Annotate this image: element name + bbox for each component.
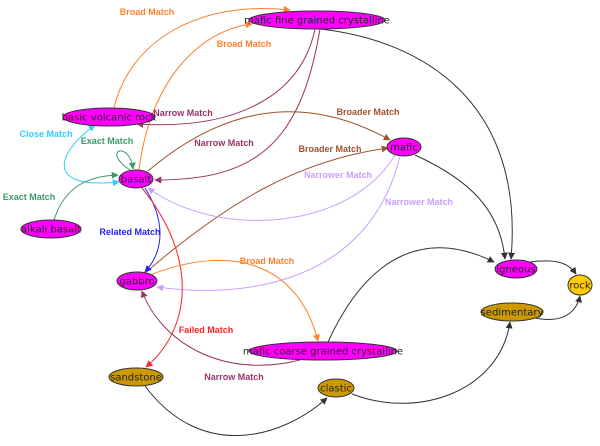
edge-alkali-basalt-to-basalt[interactable] xyxy=(53,171,119,221)
node-label: gabbro xyxy=(119,277,154,288)
edge-label: Related Match xyxy=(99,227,160,237)
edge-label: Narrower Match xyxy=(304,170,372,180)
node-shape[interactable] xyxy=(118,169,154,189)
node-label: rock xyxy=(569,281,591,292)
edge-mafic-to-igneous[interactable] xyxy=(414,154,508,260)
node-shape[interactable] xyxy=(116,271,158,291)
edge-label: Narrow Match xyxy=(204,372,264,382)
node-rock[interactable]: rock xyxy=(567,274,593,296)
node-sedimentary[interactable]: sedimentary xyxy=(480,302,544,322)
node-sandstone[interactable]: sandstone xyxy=(108,367,164,387)
edge-mafic-fine-to-basic-volcanic[interactable] xyxy=(136,28,316,128)
node-shape[interactable] xyxy=(494,259,538,279)
node-label: sandstone xyxy=(110,373,162,384)
edge-basalt-to-gabbro[interactable] xyxy=(144,187,161,273)
edge-basalt-to-mafic-fine[interactable] xyxy=(138,21,253,171)
edge-label: Narrow Match xyxy=(153,108,213,118)
edge-sedimentary-to-rock[interactable] xyxy=(534,295,583,320)
edge-basalt-to-sandstone[interactable] xyxy=(141,187,183,368)
edge-label: Narrow Match xyxy=(194,138,254,148)
node-label: sedimentary xyxy=(481,308,544,319)
node-mafic[interactable]: mafic xyxy=(386,137,422,157)
edge-mafic-fine-to-igneous[interactable] xyxy=(319,28,516,260)
edge-label: Close Match xyxy=(19,129,72,139)
edge-mafic-to-basalt[interactable] xyxy=(147,154,396,221)
edge-label: Failed Match xyxy=(179,325,234,335)
node-label: basic volcanic rock xyxy=(62,113,157,124)
node-mafic-fine[interactable]: mafic fine grained crystalline xyxy=(244,10,390,30)
edge-label: Exact Match xyxy=(3,192,56,202)
edge-mafic-coarse-to-gabbro[interactable] xyxy=(140,290,301,366)
node-clastic[interactable]: clastic xyxy=(317,378,355,398)
node-mafic-coarse[interactable]: mafic coarse grained crystalline xyxy=(243,341,403,361)
node-gabbro[interactable]: gabbro xyxy=(116,271,158,291)
edge-gabbro-to-mafic[interactable] xyxy=(144,145,389,274)
node-label: clastic xyxy=(320,384,352,395)
edge-label: Broader Match xyxy=(298,144,361,154)
node-label: basalt xyxy=(121,175,152,186)
node-label: igneous xyxy=(496,265,535,276)
edge-mafic-coarse-to-igneous[interactable] xyxy=(327,247,495,343)
node-label: mafic coarse grained crystalline xyxy=(243,347,403,358)
edge-mafic-to-gabbro[interactable] xyxy=(156,155,401,292)
edge-igneous-to-rock[interactable] xyxy=(529,260,577,275)
edge-label: Exact Match xyxy=(81,136,134,146)
edge-label: Narrower Match xyxy=(385,197,453,207)
node-shape[interactable] xyxy=(108,367,164,387)
node-basalt[interactable]: basalt xyxy=(118,169,154,189)
edge-label: Broad Match xyxy=(120,7,175,17)
edge-mafic-fine-to-basalt[interactable] xyxy=(154,28,321,184)
node-shape[interactable] xyxy=(317,378,355,398)
edge-basalt-to-basalt[interactable] xyxy=(116,150,136,171)
edge-basalt-to-mafic[interactable] xyxy=(147,111,391,172)
edge-label: Broader Match xyxy=(336,107,399,117)
node-shape[interactable] xyxy=(248,10,386,30)
node-shape[interactable] xyxy=(480,302,544,322)
edge-clastic-to-sedimentary[interactable] xyxy=(351,321,513,404)
edge-label: Broad Match xyxy=(217,39,272,49)
node-label: mafic xyxy=(390,143,418,154)
node-shape[interactable] xyxy=(386,137,422,157)
node-shape[interactable] xyxy=(567,274,593,296)
node-label: mafic fine grained crystalline xyxy=(244,16,390,27)
node-alkali-basalt[interactable]: alkali basalt xyxy=(20,219,82,239)
edge-label: Broad Match xyxy=(240,256,295,266)
edge-sandstone-to-clastic[interactable] xyxy=(144,385,328,436)
edge-basalt-to-basic-volcanic[interactable] xyxy=(63,124,120,187)
node-shape[interactable] xyxy=(20,219,82,239)
node-shape[interactable] xyxy=(62,107,156,127)
node-label: alkali basalt xyxy=(21,225,81,236)
node-basic-volcanic[interactable]: basic volcanic rock xyxy=(62,107,157,127)
edge-basic-volcanic-to-mafic-fine[interactable] xyxy=(113,5,291,109)
node-igneous[interactable]: igneous xyxy=(494,259,538,279)
node-shape[interactable] xyxy=(248,341,398,361)
edge-gabbro-to-mafic-coarse[interactable] xyxy=(149,259,320,342)
